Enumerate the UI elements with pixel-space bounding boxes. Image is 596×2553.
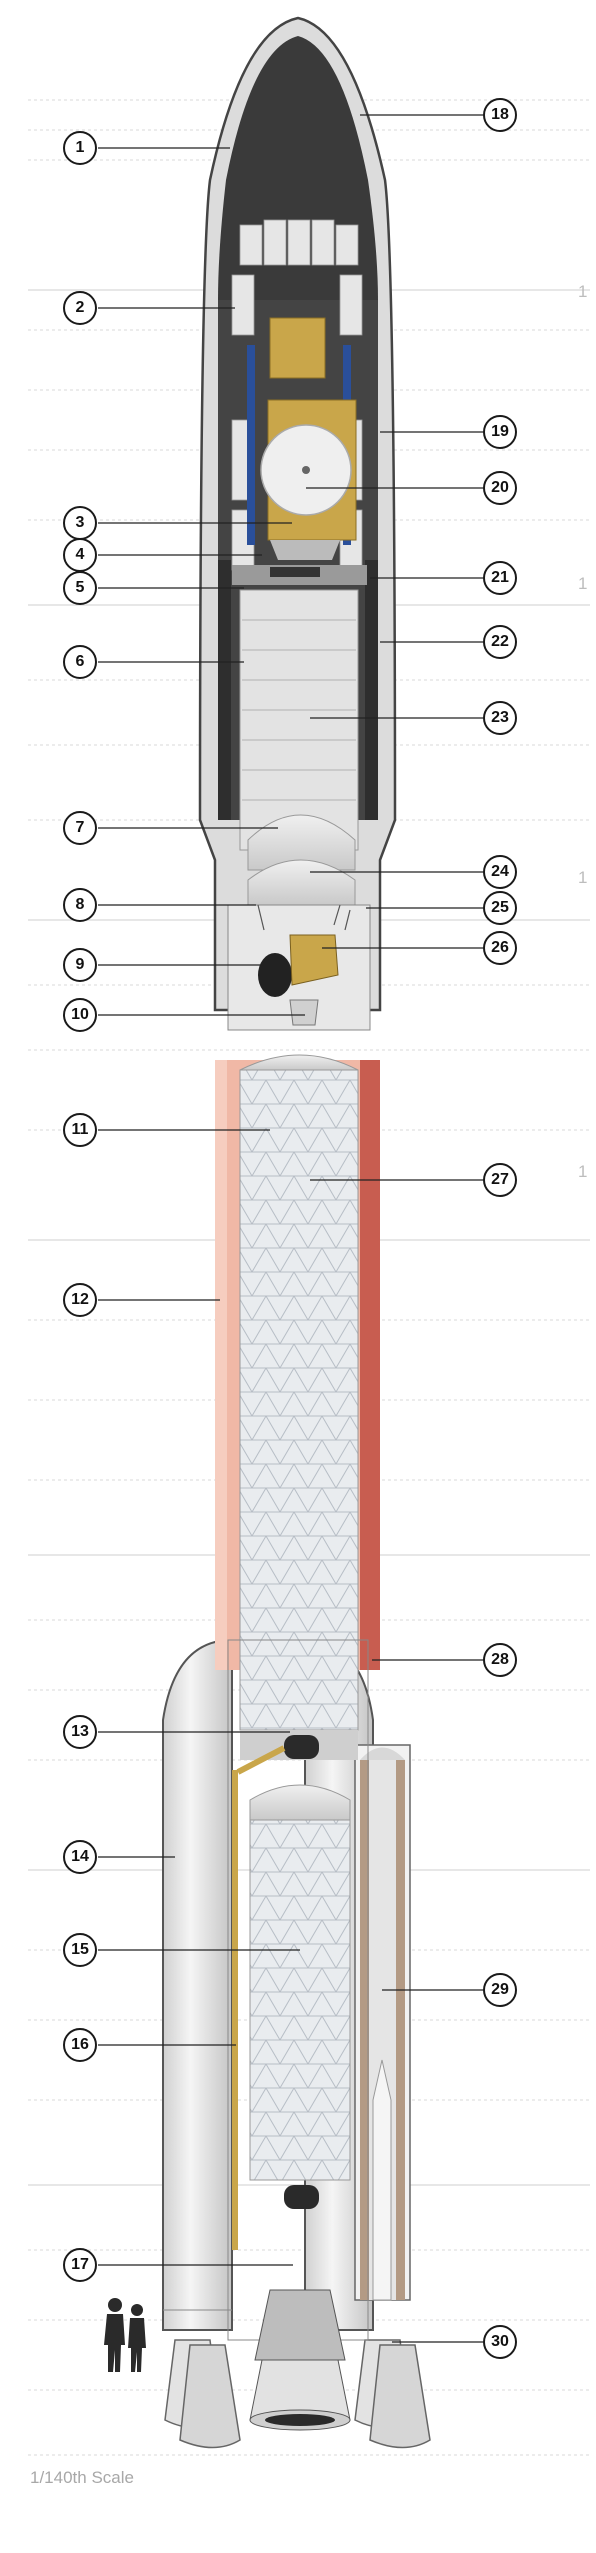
meter-marker: 1	[578, 282, 588, 301]
callout-13: 13	[63, 1715, 97, 1749]
callout-24: 24	[483, 855, 517, 889]
callout-15: 15	[63, 1933, 97, 1967]
scale-label: 1/140th Scale	[30, 2468, 134, 2487]
leader-lines	[98, 114, 500, 2343]
callout-10: 10	[63, 998, 97, 1032]
callout-1: 1	[63, 131, 97, 165]
callout-4: 4	[63, 538, 97, 572]
callout-5: 5	[63, 571, 97, 605]
callout-30: 30	[483, 2325, 517, 2359]
callout-26: 26	[483, 931, 517, 965]
callout-29: 29	[483, 1973, 517, 2007]
callout-2: 2	[63, 291, 97, 325]
core-stage	[215, 1054, 380, 2431]
callout-6: 6	[63, 645, 97, 679]
callout-25: 25	[483, 891, 517, 925]
callout-20: 20	[483, 471, 517, 505]
meter-marker: 1	[578, 574, 588, 593]
left-booster	[162, 1638, 241, 2449]
upper-stage	[227, 565, 371, 1031]
callout-18: 18	[483, 98, 517, 132]
callout-27: 27	[483, 1163, 517, 1197]
callout-12: 12	[63, 1283, 97, 1317]
callout-7: 7	[63, 811, 97, 845]
callout-11: 11	[63, 1113, 97, 1147]
meter-marker: 1	[578, 868, 588, 887]
callout-3: 3	[63, 506, 97, 540]
meter-marker: 1	[578, 1162, 588, 1181]
callout-14: 14	[63, 1840, 97, 1874]
callout-8: 8	[63, 888, 97, 922]
payload-stack	[231, 219, 363, 571]
callout-22: 22	[483, 625, 517, 659]
callout-23: 23	[483, 701, 517, 735]
callout-17: 17	[63, 2248, 97, 2282]
human-silhouette-icons	[104, 2298, 146, 2372]
callout-21: 21	[483, 561, 517, 595]
callout-9: 9	[63, 948, 97, 982]
callout-19: 19	[483, 415, 517, 449]
callout-16: 16	[63, 2028, 97, 2062]
callout-28: 28	[483, 1643, 517, 1677]
